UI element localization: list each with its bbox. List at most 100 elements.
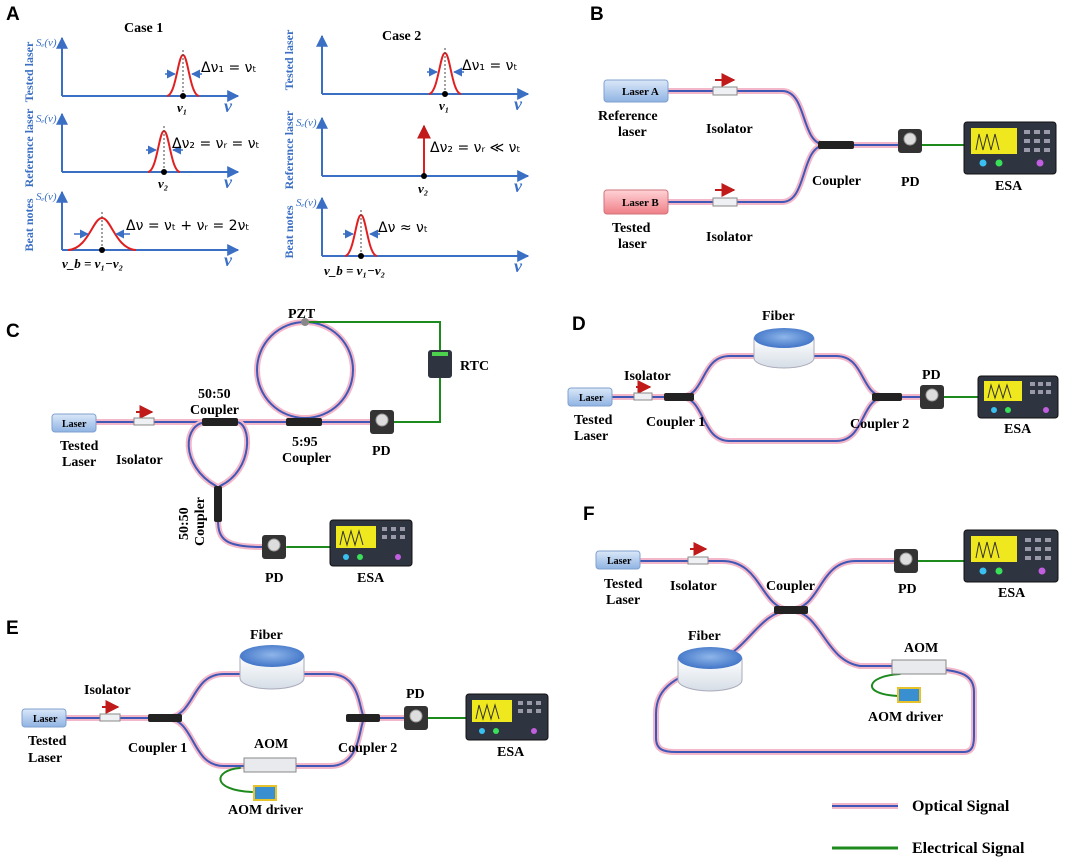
laser-a-icon <box>603 79 669 103</box>
panel-e-label: E <box>6 618 19 639</box>
fiber-label: Fiber <box>688 629 721 644</box>
pd-2-label: PD <box>265 571 284 586</box>
coupler-595-label-2: Coupler <box>282 451 331 466</box>
coupler-1-icon <box>664 393 694 401</box>
laser-caption-1: Tested <box>574 413 613 428</box>
fiber-spool-icon <box>753 328 815 369</box>
laser-a-caption-1: Reference <box>598 109 658 124</box>
laser-a-label: Laser A <box>622 86 659 98</box>
aom-driver-icon <box>253 785 277 801</box>
isolator-2-icon <box>712 197 738 207</box>
esa-label: ESA <box>1004 422 1032 437</box>
laser-caption-1: Tested <box>60 439 99 454</box>
esa-icon <box>963 529 1059 583</box>
aom-icon <box>243 757 297 773</box>
coupler-2-icon <box>346 714 380 722</box>
case2-ref-eq: Δν₂ = νᵣ ≪ νₜ <box>430 140 521 156</box>
coupler-1-icon <box>148 714 182 722</box>
coupler-595-label-1: 5:95 <box>292 435 318 450</box>
y-axis-label: Sₑ(ν) <box>36 191 57 203</box>
row-label-reference-case2: Reference laser <box>282 110 296 189</box>
esa-label: ESA <box>497 745 525 760</box>
coupler-2-icon <box>872 393 902 401</box>
laser-icon <box>51 413 97 433</box>
laser-label: Laser <box>579 393 604 404</box>
coupler-icon <box>818 141 854 149</box>
esa-icon <box>465 693 549 741</box>
fiber-spool-icon <box>677 647 743 692</box>
coupler-5050-a-icon <box>202 418 238 426</box>
panel-c: C PZT RTC Laser Tested Laser Isolator 50… <box>6 307 489 586</box>
coupler-5050-b-icon <box>214 486 222 522</box>
case2-ref-peak: ν₂ <box>418 181 428 196</box>
a-case1-tested-plot: Sₑ(ν) ν Δν₁ = νₜ ν₁ <box>36 36 257 116</box>
aom-label: AOM <box>254 737 288 752</box>
esa-label: ESA <box>995 179 1023 194</box>
case1-title: Case 1 <box>124 21 163 36</box>
case1-tested-peak: ν₁ <box>177 100 187 115</box>
coupler-2-label: Coupler 2 <box>338 741 397 756</box>
laser-icon <box>21 708 67 728</box>
laser-caption-1: Tested <box>604 577 643 592</box>
aom-driver-label: AOM driver <box>228 803 303 818</box>
laser-b-caption-2: laser <box>618 237 647 252</box>
coupler-label: Coupler <box>766 579 815 594</box>
row-label-tested-case2: Tested laser <box>282 29 296 90</box>
panel-c-label: C <box>6 321 20 342</box>
coupler-5050-a-label-2: Coupler <box>190 403 239 418</box>
a-case1-beat-plot: Sₑ(ν) ν Δν = νₜ + νᵣ = 2νₜ ν_b = ν₁−ν₂ <box>36 190 250 271</box>
pd-label: PD <box>901 175 920 190</box>
aom-driver-label: AOM driver <box>868 710 943 725</box>
laser-b-caption-1: Tested <box>612 221 651 236</box>
x-axis-label: ν <box>514 176 523 196</box>
pzt-label: PZT <box>288 307 316 322</box>
isolator-label: Isolator <box>116 453 163 468</box>
pd-label: PD <box>922 368 941 383</box>
legend: Optical Signal Electrical Signal <box>832 798 1025 857</box>
isolator-1-label: Isolator <box>706 122 753 137</box>
x-axis-label: ν <box>514 94 523 114</box>
case1-tested-eq: Δν₁ = νₜ <box>201 60 257 76</box>
case1-ref-peak: ν₂ <box>158 176 168 191</box>
esa-label: ESA <box>357 571 385 586</box>
esa-label: ESA <box>998 586 1026 601</box>
panel-d: D Fiber Laser Tested Laser Isolator Coup… <box>567 309 1059 444</box>
aom-driver-icon <box>897 687 921 703</box>
case1-beat-eq: Δν = νₜ + νᵣ = 2νₜ <box>126 218 250 234</box>
row-label-reference-case1: Reference laser <box>22 108 36 187</box>
laser-caption-2: Laser <box>62 455 96 470</box>
y-axis-label: Sₑ(ν) <box>296 117 317 129</box>
laser-label: Laser <box>33 714 58 725</box>
case2-tested-peak: ν₁ <box>439 98 449 113</box>
laser-caption-2: Laser <box>28 751 62 766</box>
panel-d-label: D <box>572 314 586 335</box>
coupler-5050-a-label-1: 50:50 <box>198 387 231 402</box>
isolator-label: Isolator <box>670 579 717 594</box>
laser-icon <box>567 387 613 407</box>
coupler-5050-b-label-1: 50:50 <box>177 507 192 540</box>
isolator-label: Isolator <box>84 683 131 698</box>
panel-f: F Fiber Laser Tested Laser Isolator Coup… <box>583 504 1059 755</box>
fiber-label: Fiber <box>762 309 795 324</box>
coupler-icon <box>774 606 808 614</box>
esa-icon <box>329 519 413 567</box>
pzt-icon <box>301 318 309 326</box>
laser-icon <box>595 550 641 570</box>
isolator-2-label: Isolator <box>706 230 753 245</box>
row-label-tested-case1: Tested laser <box>22 41 36 102</box>
esa-icon <box>963 121 1057 175</box>
coupler-1-label: Coupler 1 <box>128 741 187 756</box>
coupler-1-label: Coupler 1 <box>646 415 705 430</box>
isolator-icon <box>633 392 653 401</box>
pd-label: PD <box>898 582 917 597</box>
x-axis-label: ν <box>224 250 233 270</box>
x-axis-label: ν <box>224 96 233 116</box>
laser-caption-2: Laser <box>606 593 640 608</box>
aom-icon <box>891 659 947 675</box>
panel-a-label: A <box>6 4 20 25</box>
case1-ref-eq: Δν₂ = νᵣ = νₜ <box>172 136 260 152</box>
y-axis-label: Sₑ(ν) <box>36 113 57 125</box>
x-axis-label: ν <box>514 256 523 276</box>
